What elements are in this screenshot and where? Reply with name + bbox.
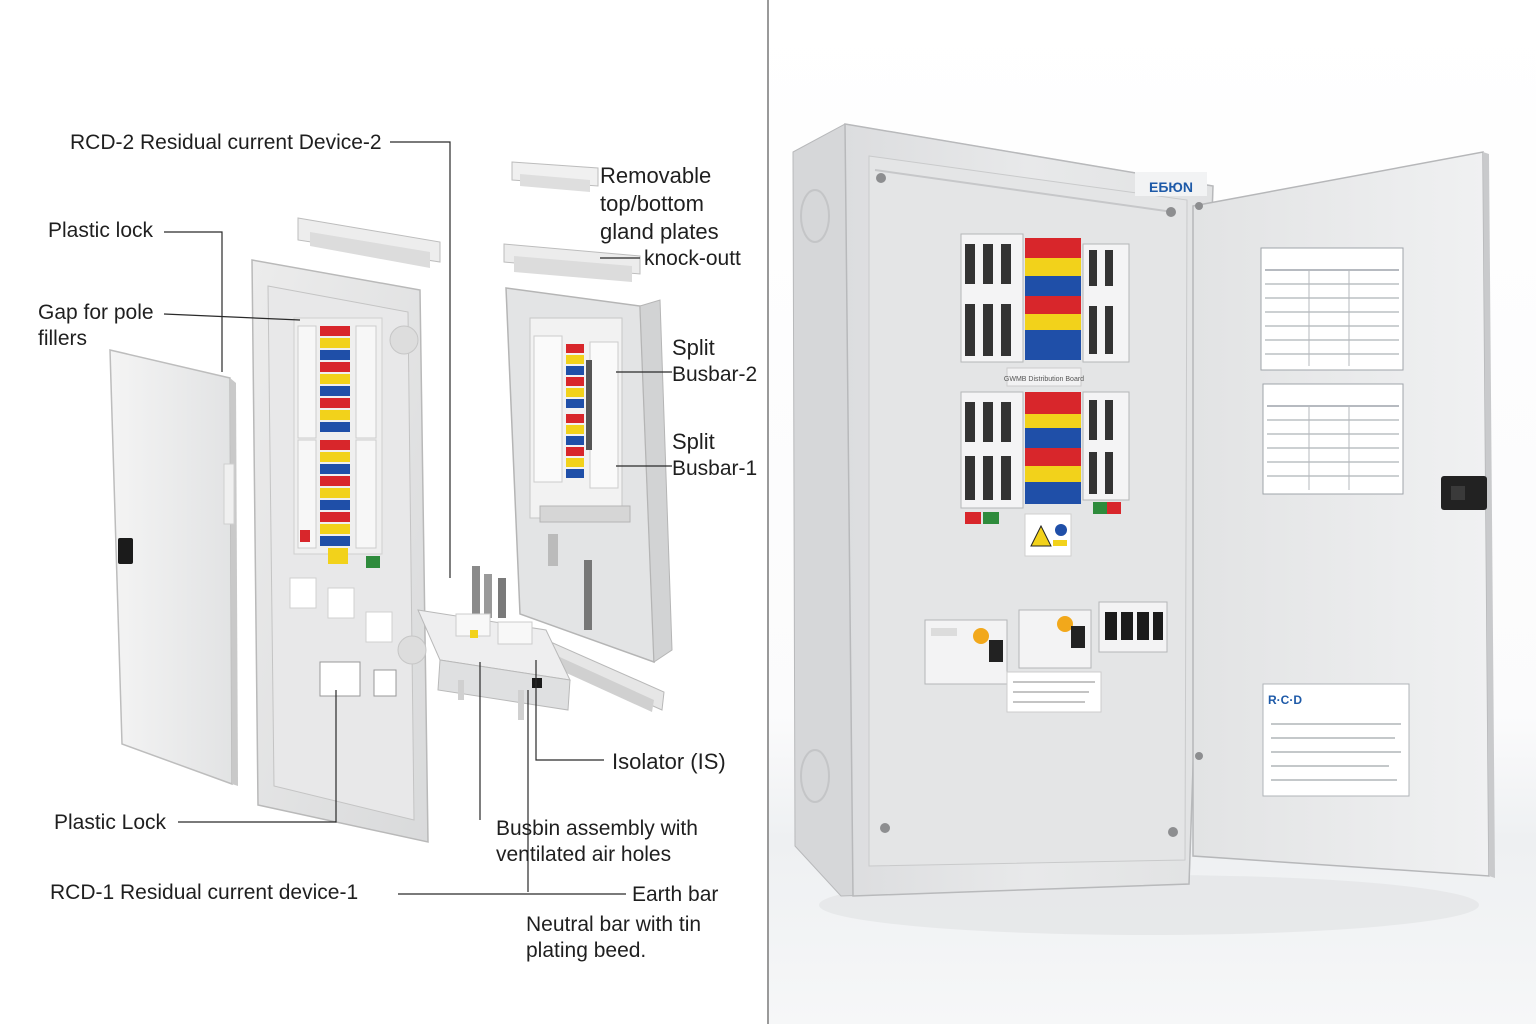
label-plastic-lock-bottom: Plastic Lock [54,811,167,834]
back-enclosure [500,287,673,664]
mid-label-text: GWMB Distribution Board [1004,376,1084,383]
leader-plastic-lock-bottom [178,690,337,823]
panel-divider [767,0,769,1024]
label-split1-line1: Split [672,429,715,454]
door-logo: R·C·D [1268,693,1302,707]
label-gap-line1: Gap for pole [38,301,154,324]
label-neutral-line1: Neutral bar with tin [526,913,702,936]
distribution-board-photo: EБЮN GWMB Distribution Board R·C·D [792,123,1495,935]
product-photo-panel: EБЮN GWMB Distribution Board R·C·D [769,0,1536,1024]
leader-plastic-lock-top [164,231,223,372]
top-cover-strip [297,217,441,268]
breaker-bank-upper [320,326,350,432]
label-split1-line2: Busbar-1 [672,457,758,480]
leader-isolator [535,660,604,761]
upper-breaker-bank [960,233,1130,363]
rcd-device-left [924,619,1008,685]
label-busbar-line2: ventilated air holes [496,843,672,866]
front-frame-panel [223,259,429,843]
label-isolator: Isolator (IS) [612,749,726,774]
label-rcd1: RCD-1 Residual current device-1 [50,881,359,904]
circuit-chart-upper [1260,247,1404,371]
label-split2-line1: Split [672,335,715,360]
isolator-device [1098,601,1168,653]
gland-plates [503,161,641,282]
exploded-enclosure-illustration [109,141,673,895]
label-gap-line2: fillers [38,327,88,350]
lower-breaker-bank [960,391,1130,524]
leader-gap-pole-fillers [163,313,301,321]
leader-rcd2 [390,141,451,578]
label-knockout: knock-outt [644,247,741,270]
label-neutral-line2: plating beed. [526,939,647,962]
label-removable-line3: gland plates [600,219,719,244]
label-rcd2: RCD-2 Residual current Device-2 [70,131,382,154]
isolator-assembly [417,609,571,720]
split-busbar-2 [566,344,584,408]
mid-label-strip [1006,367,1082,387]
leader-lines [163,141,672,895]
circuit-chart-lower [1262,383,1404,495]
rcd-device-right [1018,609,1092,669]
info-label-lower [1006,671,1102,713]
label-earth-bar: Earth bar [632,883,719,906]
warning-sticker [1024,513,1072,557]
label-busbar-line1: Busbin assembly with [496,817,698,840]
door-info-label [1262,683,1410,797]
split-busbar-1 [566,414,584,478]
exploded-diagram-panel: RCD-2 Residual current Device-2 Plastic … [38,131,758,962]
brand-logo: EБЮN [1149,179,1193,195]
label-plastic-lock-top: Plastic lock [48,219,154,242]
door-lock-icon [118,538,133,564]
label-removable-line1: Removable [600,163,712,188]
breaker-bank-lower [320,440,350,546]
front-door [109,349,238,786]
label-removable-line2: top/bottom [600,191,704,216]
label-split2-line2: Busbar-2 [672,363,758,386]
brand-badge [1135,172,1207,196]
earth-neutral-bars [472,566,506,618]
